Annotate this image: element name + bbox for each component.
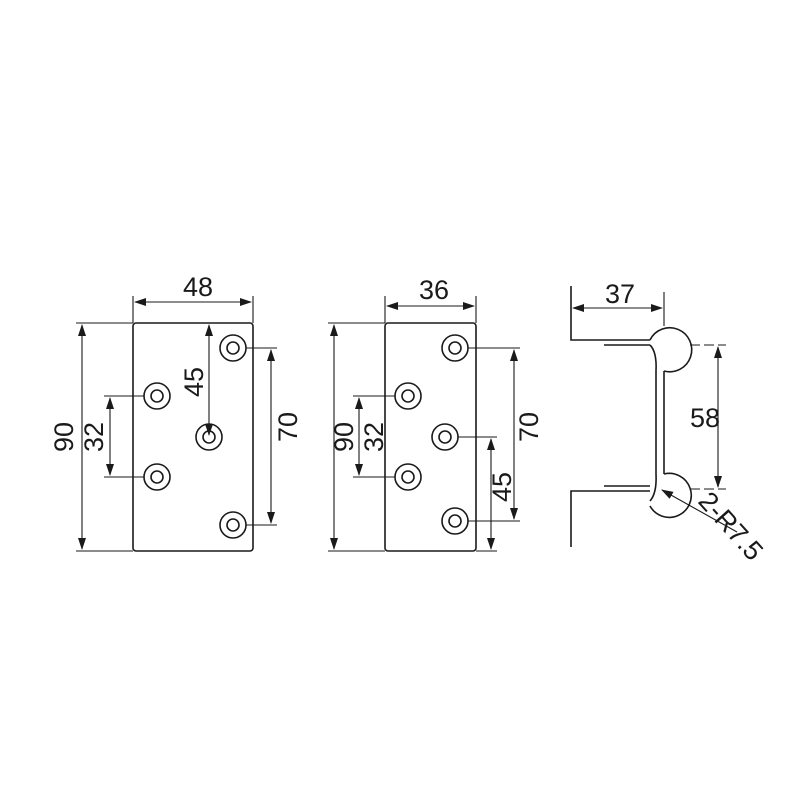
bottom-flange (570, 485, 650, 547)
left-mid-offset-dimension: 45 (179, 324, 213, 436)
middle-hole-lower-left (394, 463, 422, 491)
side-radius-label: 2-R7.5 (693, 486, 770, 566)
left-mid-offset-label: 45 (179, 367, 209, 397)
top-flange (570, 286, 650, 346)
side-radius-callout: 2-R7.5 (661, 486, 770, 566)
bottom-knuckle (649, 472, 693, 519)
side-span-label: 58 (690, 403, 720, 433)
middle-width-label: 36 (419, 275, 449, 305)
middle-hole-upper-left (394, 382, 422, 410)
left-hole-gap-label: 32 (79, 422, 109, 452)
side-depth-dimension: 37 (572, 279, 665, 326)
middle-height-dimension: 90 (328, 322, 385, 552)
left-hole-upper-left (143, 382, 171, 410)
left-outer-gap-label: 70 (273, 412, 303, 442)
middle-lower-offset-dimension: 45 (458, 436, 517, 552)
left-width-dimension: 48 (132, 272, 254, 323)
center-web (655, 371, 665, 474)
side-depth-label: 37 (605, 279, 635, 309)
middle-height-label: 90 (329, 422, 359, 452)
middle-width-dimension: 36 (384, 275, 477, 323)
left-width-label: 48 (183, 272, 213, 302)
side-span-dimension: 58 (690, 344, 726, 490)
middle-hole-bottom-right (441, 507, 469, 535)
left-leaf-holes (143, 334, 247, 539)
middle-leaf-holes (394, 334, 469, 535)
middle-hole-top-right (441, 334, 469, 362)
left-leaf-view: 48 90 32 45 70 (49, 272, 303, 552)
top-knuckle (649, 327, 693, 373)
middle-hole-gap-dimension: 32 (353, 395, 395, 478)
left-height-dimension: 90 (49, 322, 133, 552)
left-hole-lower-left (143, 463, 171, 491)
left-hole-gap-dimension: 32 (79, 395, 144, 478)
side-profile-view: 37 58 2-R7.5 (570, 279, 770, 566)
middle-outer-gap-label: 70 (514, 412, 544, 442)
left-hole-top-right (219, 334, 247, 362)
middle-hole-gap-label: 32 (359, 422, 389, 452)
middle-lower-offset-label: 45 (487, 472, 517, 502)
left-hole-bottom-right (219, 511, 247, 539)
middle-hole-center-right (431, 423, 459, 451)
left-outer-gap-dimension: 70 (246, 347, 303, 526)
middle-leaf-view: 36 90 32 70 45 (328, 275, 544, 552)
left-height-label: 90 (49, 422, 79, 452)
left-leaf-plate (132, 322, 254, 552)
